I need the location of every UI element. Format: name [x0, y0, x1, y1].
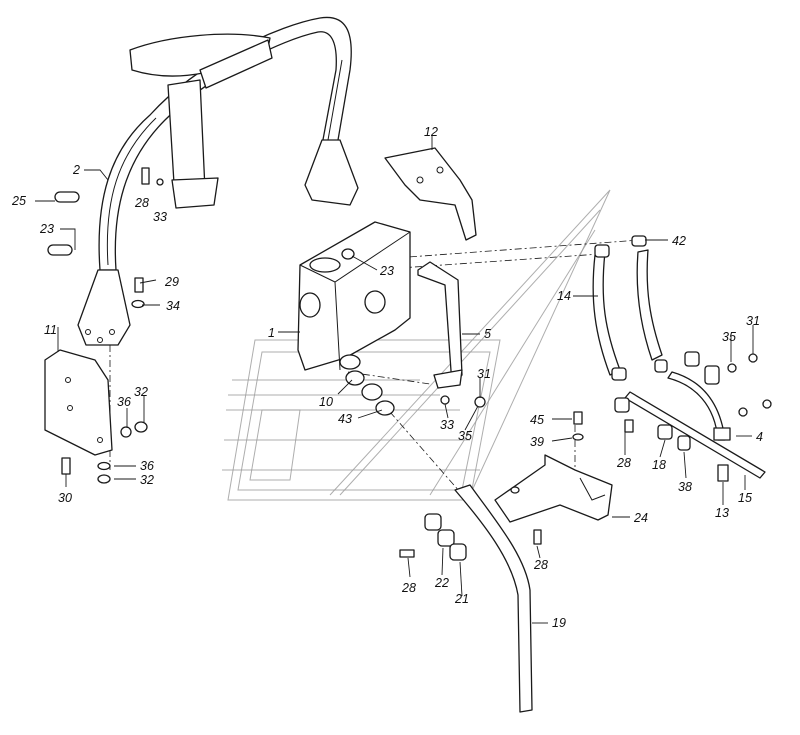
- callout-29: 29: [164, 275, 179, 289]
- callout-35: 35: [722, 330, 736, 344]
- callout-21: 21: [454, 592, 469, 606]
- callout-24: 24: [633, 511, 648, 525]
- callout-33: 33: [440, 418, 454, 432]
- callout-10: 10: [319, 395, 333, 409]
- callout-12: 12: [424, 125, 438, 139]
- callout-43: 43: [338, 412, 352, 426]
- part-bracket-12: [384, 147, 477, 241]
- callout-28: 28: [401, 581, 416, 595]
- callout-14: 14: [557, 289, 571, 303]
- callout-28: 28: [134, 196, 149, 210]
- callout-31: 31: [477, 367, 491, 381]
- callout-39: 39: [530, 435, 544, 449]
- callout-2: 2: [72, 163, 80, 177]
- callout-33: 33: [153, 210, 167, 224]
- callout-22: 22: [434, 576, 449, 590]
- callout-30: 30: [58, 491, 72, 505]
- callout-38: 38: [678, 480, 692, 494]
- callout-28: 28: [533, 558, 548, 572]
- callout-15: 15: [738, 491, 752, 505]
- callout-18: 18: [652, 458, 666, 472]
- callout-labels: 2 25 23 28 33 29 34 11 36 32 36 32 30 12…: [11, 125, 763, 630]
- callout-32: 32: [140, 473, 154, 487]
- callout-28: 28: [616, 456, 631, 470]
- watermark: [222, 189, 611, 501]
- callout-42: 42: [672, 234, 686, 248]
- callout-23: 23: [39, 222, 54, 236]
- callout-11: 11: [44, 323, 57, 337]
- part-hoses: [592, 249, 663, 376]
- part-strap-5: [417, 261, 463, 389]
- part-roll-bar-frame: [77, 16, 359, 346]
- callout-13: 13: [715, 506, 729, 520]
- part-pipe-19: [454, 484, 533, 713]
- callout-25: 25: [11, 194, 26, 208]
- callout-35: 35: [458, 429, 472, 443]
- callout-32: 32: [134, 385, 148, 399]
- callout-36: 36: [117, 395, 131, 409]
- part-hardware: [47, 167, 772, 561]
- leader-lines: [35, 136, 754, 624]
- callout-23: 23: [379, 264, 394, 278]
- part-plate-11: [44, 349, 113, 456]
- callout-34: 34: [166, 299, 180, 313]
- callout-31: 31: [746, 314, 760, 328]
- callout-5: 5: [484, 327, 491, 341]
- callout-45: 45: [530, 413, 544, 427]
- callout-36: 36: [140, 459, 154, 473]
- callout-19: 19: [552, 616, 566, 630]
- callout-1: 1: [268, 326, 275, 340]
- part-expansion-tank: [297, 221, 411, 371]
- part-bracket-24: [494, 454, 613, 523]
- part-line-15: [624, 371, 766, 479]
- callout-4: 4: [756, 430, 763, 444]
